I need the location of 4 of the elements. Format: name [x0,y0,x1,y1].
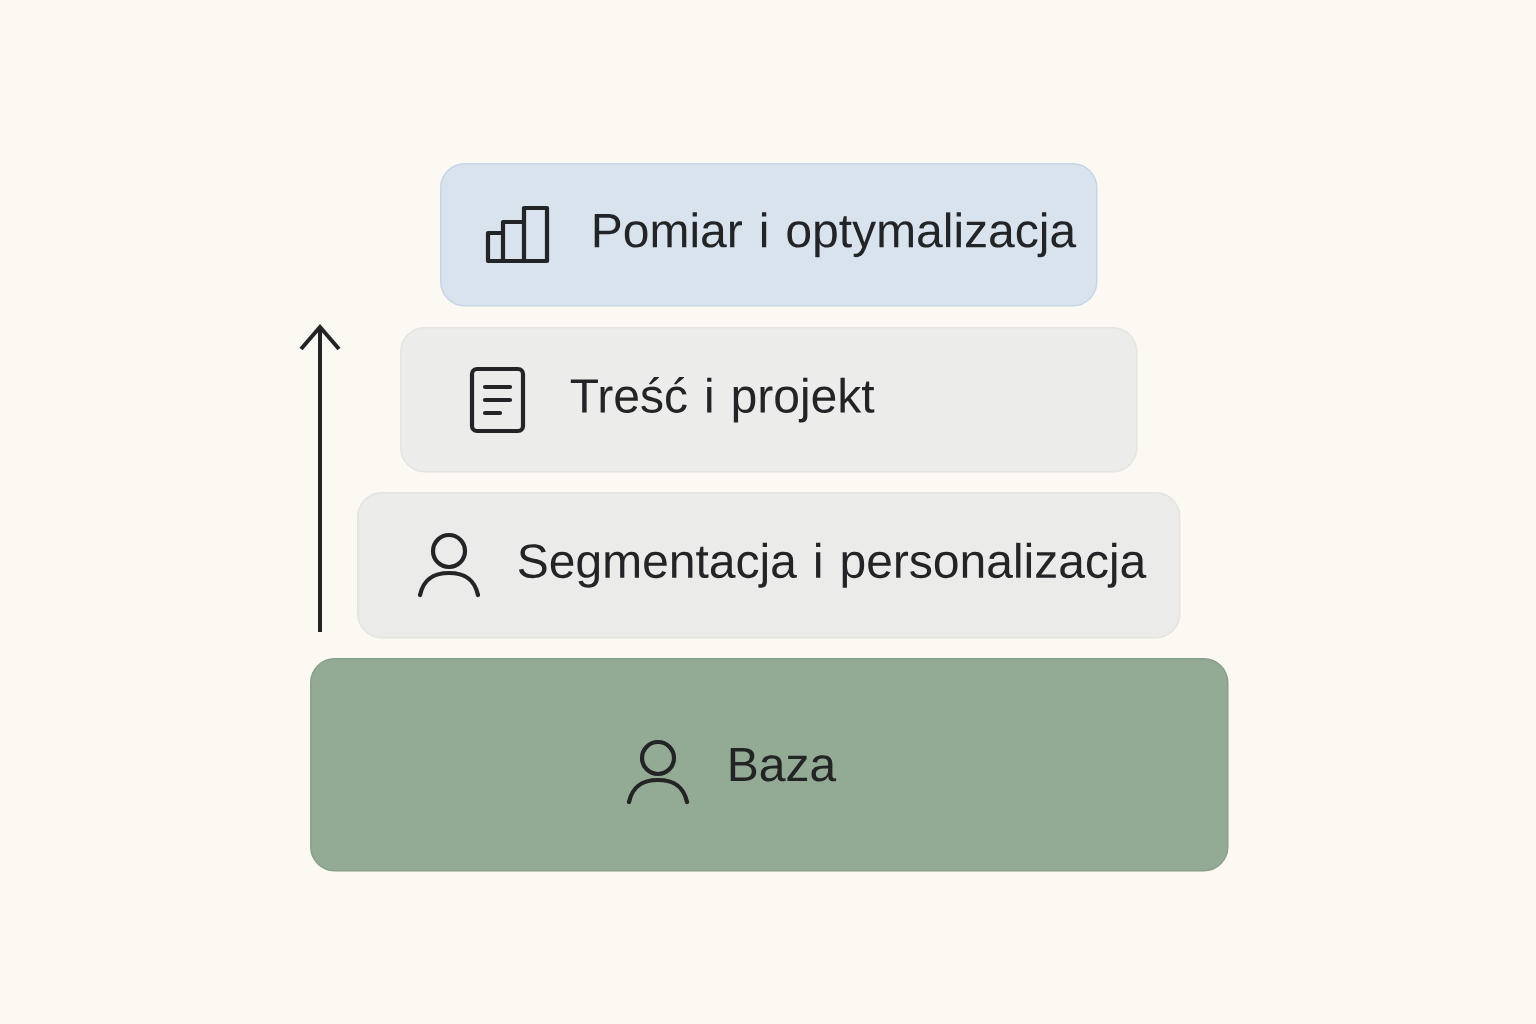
layer-box: Pomiar i optymalizacja [440,163,1098,307]
layer-box: Treść i projekt [400,327,1138,473]
layer-box: Segmentacja i personalizacja [357,492,1181,639]
layer-box: Baza [310,658,1229,872]
